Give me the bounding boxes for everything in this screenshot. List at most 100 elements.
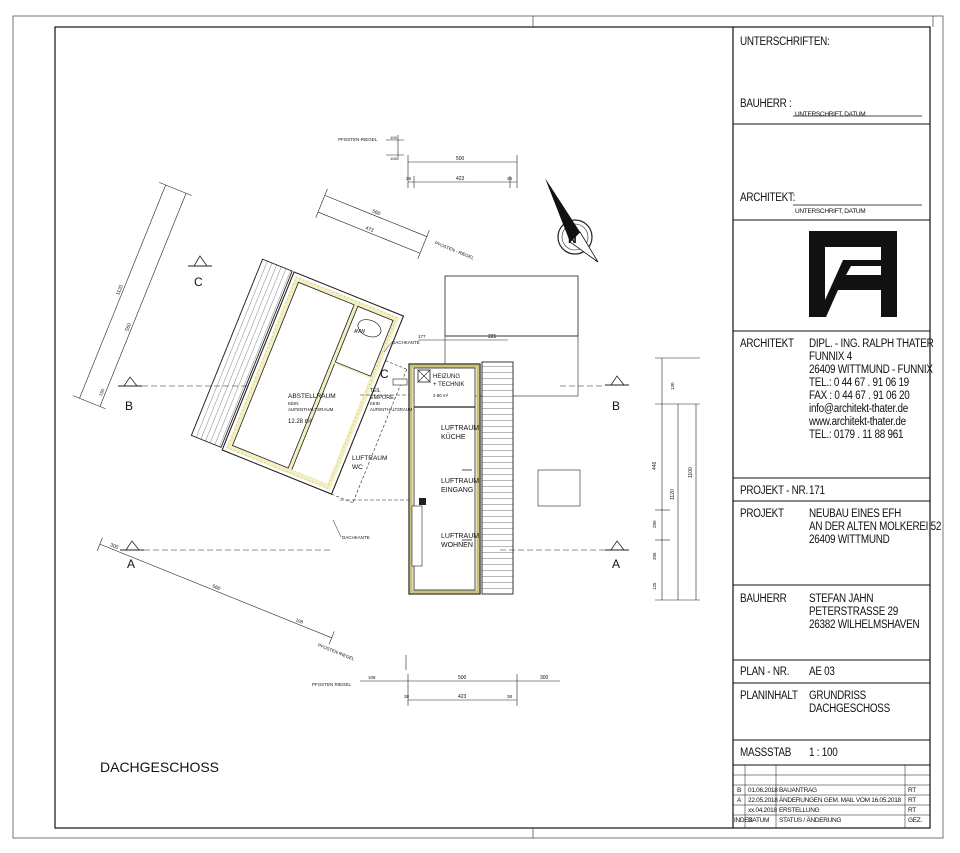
room-empore-name: EMPORE: [370, 395, 394, 401]
planinhalt: GRUNDRISS DACHGESCHOSS: [809, 690, 890, 715]
outline-upper-roof: [444, 275, 579, 337]
room-abstellraum-name: ABSTELLRAUM: [288, 393, 336, 400]
rev-a-status: ÄNDERUNGEN GEM. MAIL VOM 16.05.2018: [779, 797, 901, 804]
label-unterschriften: UNTERSCHRIFTEN:: [740, 36, 830, 48]
dim-560-left: 560: [124, 322, 133, 332]
room-abstellraum-area: 12.28 m²: [288, 419, 312, 425]
dimension-bottom: [360, 655, 560, 706]
dim-221: 221: [488, 334, 497, 340]
label-projekt: PROJEKT: [740, 508, 784, 520]
dim-108-top-b: 108: [390, 156, 397, 161]
section-marker-b-left: B: [118, 376, 142, 413]
label-architekt: ARCHITEKT: [740, 338, 794, 350]
dim-125-right: 125: [652, 582, 657, 590]
rev-header-gez: GEZ.: [908, 817, 922, 824]
room-abstellraum-note1: KEIN: [288, 401, 299, 406]
plan-nr: AE 03: [809, 666, 835, 678]
label-bauherr-signature: BAUHERR :: [740, 98, 792, 110]
dim-130-right: 130: [670, 382, 675, 390]
svg-text:B: B: [612, 399, 620, 413]
dim-38-top-b: 38: [507, 176, 513, 181]
room-block-luftraum: [408, 363, 481, 595]
room-luftraum-wohnen-1: LUFTRAUM: [441, 533, 479, 540]
dim-108-bottom-rot: 108: [295, 617, 304, 625]
dim-108-bottom: 108: [368, 675, 376, 680]
bauherr-signature-hint: UNTERSCHRIFT, DATUM: [795, 111, 866, 118]
svg-text:B: B: [125, 399, 133, 413]
rev-header-status: STATUS / ÄNDERUNG: [779, 817, 842, 824]
dimension-left-rotated: 1120 560 150: [72, 182, 192, 410]
section-marker-c-top: C: [188, 255, 212, 289]
architect-logo: [809, 231, 897, 317]
svg-text:A: A: [127, 557, 135, 571]
dimension-right: [655, 357, 700, 601]
north-arrow-icon: N: [545, 178, 599, 263]
architekt-address: DIPL. - ING. RALPH THATER FUNNIX 4 26409…: [809, 338, 934, 441]
roof-slope-right: [481, 361, 514, 595]
section-marker-a-left: A: [120, 540, 144, 571]
dim-1120-right: 1120: [670, 489, 676, 500]
rev-b-gez: RT: [908, 787, 916, 794]
architekt-signature-hint: UNTERSCHRIFT, DATUM: [795, 208, 866, 215]
rev-b-status: BAUANTRAG: [779, 787, 817, 794]
section-marker-b-right: B: [605, 375, 629, 413]
label-architekt-signature: ARCHITEKT:: [740, 192, 796, 204]
rev-0-datum: xx.04.2018: [748, 807, 777, 814]
room-luftraum-kueche-1: LUFTRAUM: [441, 425, 479, 432]
rev-a-index: A: [737, 797, 742, 804]
label-projekt-nr: PROJEKT - NR.: [740, 485, 808, 497]
projekt-description: NEUBAU EINES EFH AN DER ALTEN MOLKEREI 5…: [809, 508, 942, 546]
dim-446-right: 446: [652, 461, 658, 470]
svg-text:C: C: [380, 367, 389, 381]
rev-b-datum: 01.06.2018: [748, 787, 778, 794]
room-heizung-area: 2.80 m²: [433, 393, 449, 398]
bauherr-address: STEFAN JAHN PETERSTRASSE 29 26382 WILHEL…: [809, 593, 920, 631]
dim-38-bottom-a: 38: [404, 694, 410, 699]
label-dachkante-bottom: DACHKANTE: [342, 535, 370, 540]
inner-border: [54, 26, 931, 829]
dim-560-rot: 560: [371, 209, 381, 218]
dim-1100-right: 1100: [688, 467, 694, 478]
label-massstab: MASSSTAB: [740, 747, 792, 759]
massstab: 1 : 100: [809, 747, 838, 759]
room-avw: AVW: [354, 329, 365, 335]
rev-b-index: B: [737, 787, 742, 794]
room-luftraum-eingang-1: LUFTRAUM: [441, 478, 479, 485]
dim-473-rot: 473: [364, 225, 374, 234]
label-pfosten-riegel-lower: PFOSTEN RIEGEL: [317, 642, 356, 661]
room-heizung-1: HEIZUNG: [433, 374, 460, 380]
section-marker-c-mid: C: [380, 367, 389, 381]
dim-108-top: 108: [390, 135, 397, 140]
rev-header-index: INDEX: [734, 817, 753, 824]
section-marker-a-right: A: [605, 540, 629, 571]
dimension-top: [386, 135, 518, 188]
dim-423-top: 423: [456, 176, 465, 182]
svg-text:C: C: [194, 275, 203, 289]
label-pfosten-riegel-top: PFOSTEN-RIEGEL: [338, 137, 378, 142]
svg-text:N: N: [568, 232, 577, 246]
dim-423-bottom: 423: [458, 694, 467, 700]
svg-text:A: A: [612, 557, 620, 571]
label-dachkante-top: DACHKANTE: [392, 340, 420, 345]
dim-208-right: 208: [652, 552, 657, 560]
dim-560-bottom-rot: 560: [211, 584, 221, 593]
dim-177: 177: [418, 334, 426, 339]
floor-plan-drawing: ABSTELLRAUM KEIN AUFENTHALTSRAUM 12.28 m…: [72, 135, 700, 775]
room-heizung-2: + TECHNIK: [433, 382, 464, 388]
label-planinhalt: PLANINHALT: [740, 690, 798, 702]
room-luftraum-eingang-2: EINGANG: [441, 487, 473, 494]
rev-a-datum: 22.05.2018: [748, 797, 778, 804]
dim-300-bottom: 300: [540, 675, 549, 681]
roof-slope-left: [190, 258, 293, 448]
label-pfosten-riegel-right: PFOSTEN - RIEGEL: [434, 240, 475, 260]
projekt-nr: 171: [809, 485, 825, 497]
dim-150-left: 150: [98, 388, 106, 397]
room-luftraum-kueche-2: KÜCHE: [441, 433, 466, 441]
dim-280-right: 280: [652, 520, 657, 528]
room-empore-note1: KEIN: [370, 401, 380, 406]
dim-1120-rot: 1120: [115, 284, 125, 296]
room-luftraum-wc-1: LUFTRAUM: [352, 455, 387, 462]
dim-38-bottom-b: 38: [507, 694, 513, 699]
rev-0-status: ERSTELLUNG: [779, 807, 820, 814]
